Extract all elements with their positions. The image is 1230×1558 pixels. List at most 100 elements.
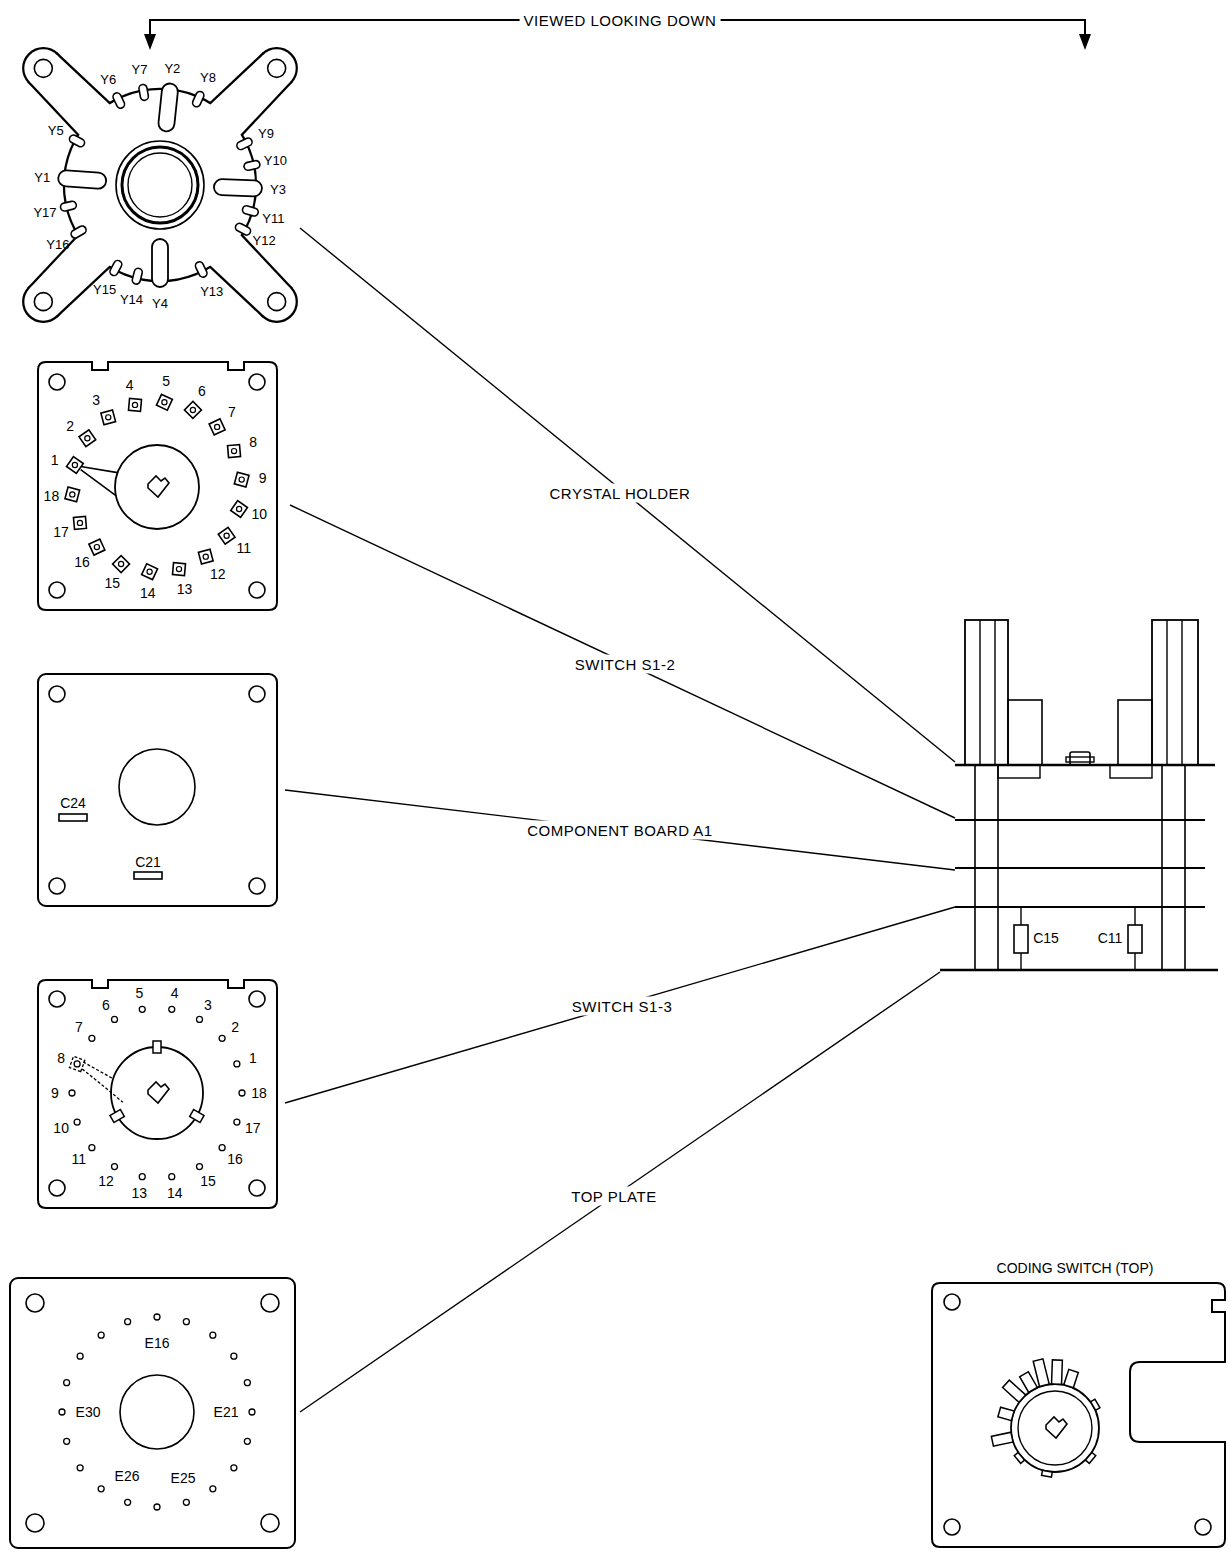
contact-hole — [234, 1119, 240, 1125]
crystal-pin — [131, 267, 143, 284]
layer-line — [955, 819, 1205, 821]
contact-number: 6 — [102, 998, 110, 1012]
terminal-label: E26 — [115, 1469, 140, 1483]
rotor-tab — [153, 1041, 161, 1053]
corner-hole — [1195, 1519, 1211, 1535]
part-label: C24 — [60, 796, 86, 810]
contact-hole — [219, 1145, 225, 1151]
capacitor-lead — [1020, 907, 1021, 925]
switch-contact — [79, 430, 96, 447]
terminal-label: E21 — [214, 1405, 239, 1419]
code-tooth — [1052, 1360, 1063, 1384]
crystal-pin-slot — [214, 179, 263, 197]
corner-hole — [261, 1294, 279, 1312]
contact-hole — [106, 415, 111, 420]
rotor-arm — [81, 467, 118, 473]
terminal-hole — [231, 1465, 237, 1471]
terminal-label: E25 — [171, 1471, 196, 1485]
contact-hole — [176, 567, 181, 572]
contact-number: 3 — [204, 998, 212, 1012]
terminal-hole — [183, 1319, 189, 1325]
corner-hole — [261, 1514, 279, 1532]
corner-hole — [49, 1180, 65, 1196]
holder-ear — [24, 283, 62, 321]
corner-hole — [249, 374, 265, 390]
corner-hole — [26, 1514, 44, 1532]
pin-label: Y16 — [46, 238, 69, 251]
holder-ear — [24, 283, 62, 321]
terminal-hole — [154, 1314, 160, 1320]
capacitor-symbol — [134, 872, 162, 879]
contact-hole — [231, 448, 236, 453]
corner-hole — [249, 686, 265, 702]
contact-hole — [69, 1090, 75, 1096]
drawing — [10, 20, 1225, 1548]
contact-number: 15 — [200, 1174, 216, 1188]
contact-hole — [239, 1090, 245, 1096]
switch-contact — [198, 549, 213, 564]
pin-label: Y8 — [200, 71, 216, 84]
contact-number: 8 — [57, 1051, 65, 1065]
terminal-hole — [77, 1353, 83, 1359]
crystal-pin — [243, 160, 260, 171]
corner-hole — [249, 1180, 265, 1196]
capacitor-lead — [1134, 907, 1135, 925]
holder-outline — [24, 49, 295, 320]
contact-hole — [85, 436, 90, 441]
contact-hole — [197, 1016, 203, 1022]
crystal-pin — [242, 205, 260, 217]
rotor-arm — [81, 470, 116, 496]
shaft-key — [148, 476, 169, 497]
crystal-pin — [236, 137, 254, 151]
terminal-hole — [98, 1332, 104, 1338]
corner-hole — [49, 686, 65, 702]
corner-hole — [49, 991, 65, 1007]
contact-hole — [89, 1035, 95, 1041]
contact-number: 5 — [135, 986, 143, 1000]
terminal-hole — [210, 1486, 216, 1492]
pin-label: Y11 — [262, 211, 284, 224]
callout-label: SWITCH S1-3 — [568, 997, 677, 1016]
holder-base — [998, 765, 1040, 778]
contact-hole — [132, 402, 137, 407]
pin-label: Y1 — [34, 170, 50, 183]
board-hole — [119, 749, 195, 825]
terminal-hole — [98, 1486, 104, 1492]
crystal-pin-slot — [158, 83, 179, 132]
contact-hole — [112, 1164, 118, 1170]
holder-socket — [116, 141, 204, 229]
crystal-pin-slot — [58, 170, 107, 189]
contact-hole — [89, 1145, 95, 1151]
contact-hole — [139, 1006, 145, 1012]
contact-number: 2 — [66, 419, 74, 433]
leader-line — [285, 790, 955, 870]
switch-contact — [113, 556, 130, 573]
terminal-hole — [64, 1380, 70, 1386]
rotor — [115, 445, 199, 529]
pin-label: Y4 — [152, 297, 168, 310]
crystal-side — [1181, 620, 1182, 765]
leader-line — [300, 972, 940, 1412]
corner-hole — [26, 1294, 44, 1312]
pin-label: Y6 — [100, 72, 116, 85]
switch-contact — [156, 394, 172, 410]
contact-hole — [219, 1035, 225, 1041]
switch-contact — [184, 401, 201, 418]
code-tooth — [1033, 1359, 1049, 1387]
contact-number: 1 — [249, 1051, 257, 1065]
top-plate — [10, 1278, 295, 1548]
code-tooth — [991, 1432, 1013, 1446]
contact-hole — [72, 462, 77, 467]
crystal-pin — [138, 84, 149, 101]
contact-hole — [190, 407, 195, 412]
pin-label: Y2 — [164, 61, 180, 74]
contact-number: 14 — [140, 586, 156, 600]
contact-hole — [234, 1061, 240, 1067]
contact-number: 3 — [92, 393, 100, 407]
contact-number: 11 — [72, 1152, 87, 1166]
holder-base — [1110, 765, 1152, 778]
switch-contact — [231, 501, 248, 518]
capacitor-lead — [1134, 953, 1135, 970]
spacer-post — [1161, 765, 1163, 970]
